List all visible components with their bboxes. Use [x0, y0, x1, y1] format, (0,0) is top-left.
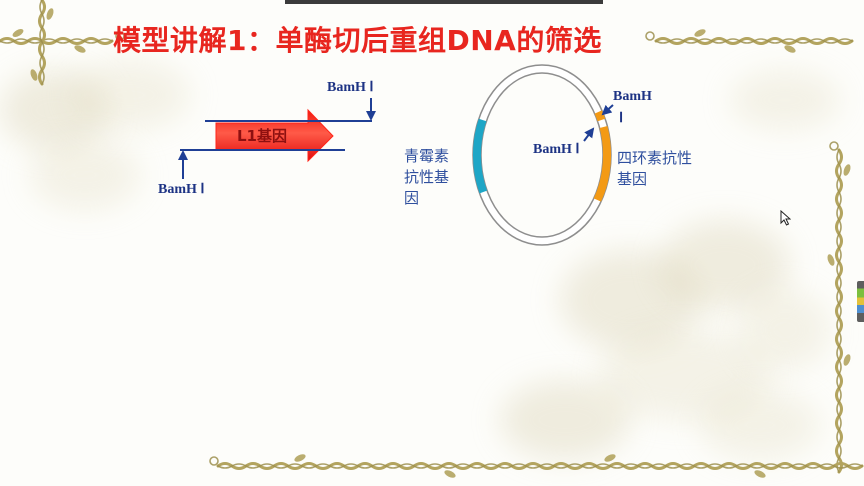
flower-shape: [560, 250, 700, 350]
slide-title: 模型讲解1：单酶切后重组DNA的筛选: [113, 24, 602, 57]
tetracycline-label-line1: 四环素抗性: [617, 149, 693, 167]
gene-label: L1基因: [237, 127, 287, 145]
vine-leaf: [843, 354, 851, 366]
tetracycline-label-line2: 基因: [617, 170, 648, 188]
vine-leaf: [294, 454, 306, 462]
vine-leaf: [74, 45, 86, 53]
vine-curl: [645, 31, 655, 41]
vine-top-right: [654, 37, 854, 45]
flower-shape: [30, 140, 140, 210]
flower-shape: [740, 290, 830, 370]
flower-shape: [70, 60, 190, 130]
vine-top-left: [0, 37, 114, 45]
vine-right-vertical-strand: [836, 149, 842, 473]
vine-top-right-strand: [655, 38, 853, 44]
plasmid-site-pointer-upper: [601, 104, 614, 116]
vine-leaf: [784, 45, 796, 53]
penicillin-label-line1: 青霉素: [404, 147, 450, 165]
vine-leaf: [827, 254, 835, 266]
flower-shape: [660, 220, 790, 310]
vine-leaf: [694, 29, 706, 37]
vine-leaf: [12, 29, 24, 37]
site-label-bottom: BamH Ⅰ: [158, 182, 205, 197]
penicillin-resistance-gene-segment: [472, 118, 488, 194]
tetracycline-resistance-gene-segment: [593, 125, 612, 202]
vine-curl: [829, 141, 839, 151]
flower-shape: [600, 330, 770, 420]
vine-top-left-strand: [0, 38, 113, 44]
flower-shape: [700, 390, 820, 460]
plasmid-site-label-upper-line1: BamH: [613, 89, 652, 104]
tetracycline-gene-segment-small: [594, 110, 606, 122]
vine-leaf: [444, 470, 456, 478]
vine-leaf: [754, 470, 766, 478]
vine-leaf: [46, 8, 54, 20]
vine-curl: [209, 456, 219, 466]
vine-leaf: [604, 454, 616, 462]
mouse-pointer-icon: [780, 210, 791, 226]
penicillin-label-line2: 抗性基: [404, 168, 450, 186]
flower-shape: [0, 70, 110, 150]
plasmid-site-pointer-lower: [583, 127, 595, 142]
vine-bottom: [216, 462, 864, 470]
top-window-bar: [285, 0, 603, 4]
side-toolbar-tab[interactable]: [857, 281, 864, 322]
flower-shape: [500, 380, 630, 460]
flower-shape: [730, 70, 840, 130]
vine-right-vertical: [835, 148, 843, 474]
vine-bottom-strand: [217, 463, 863, 469]
site-label-top: BamH Ⅰ: [327, 80, 374, 95]
penicillin-label-line3: 因: [404, 189, 420, 207]
plasmid-site-label-upper-line2: Ⅰ: [619, 111, 624, 126]
plasmid-site-label-lower: BamH Ⅰ: [533, 142, 580, 157]
vine-leaf: [843, 164, 851, 176]
